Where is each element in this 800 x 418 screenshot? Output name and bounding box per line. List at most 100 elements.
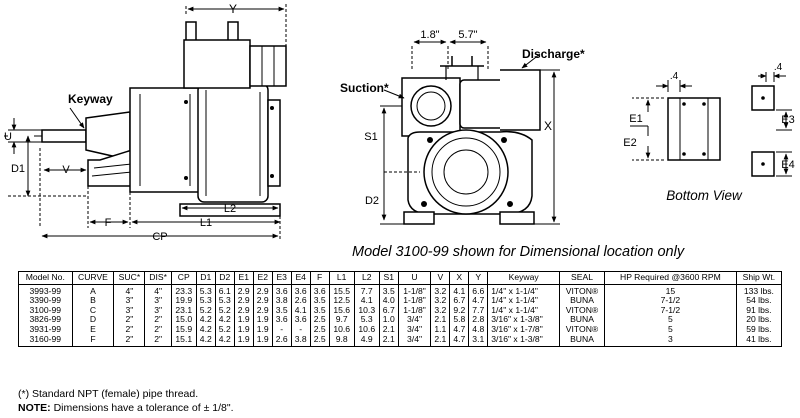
table-cell: 3.1	[468, 334, 489, 348]
table-cell: 15.9	[170, 324, 197, 335]
table-cell: F	[71, 334, 115, 348]
label-d2: D2	[365, 195, 379, 207]
label-e1: E1	[629, 113, 642, 125]
column-header: V	[430, 271, 451, 285]
table-cell: 4.2	[214, 334, 235, 348]
label-cp: CP	[152, 231, 167, 243]
column-header: D1	[195, 271, 216, 285]
column-header: CURVE	[71, 271, 115, 285]
column-header: U	[397, 271, 432, 285]
label-v: V	[62, 164, 70, 176]
tolerance-note-text: Dimensions have a tolerance of ± 1/8".	[50, 402, 234, 414]
tolerance-note: NOTE: Dimensions have a tolerance of ± 1…	[18, 402, 234, 414]
figure-caption: Model 3100-99 shown for Dimensional loca…	[352, 244, 685, 260]
table-cell: VITON®	[559, 284, 606, 297]
table-cell: 2.5	[309, 334, 330, 348]
table-cell: VITON®	[559, 324, 606, 335]
table-cell: BUNA	[559, 296, 606, 306]
drawing-labels: Y Keyway U D1 V L2 F L1 CP 1.8" 5.7" Dis…	[4, 2, 795, 243]
label-dim-1-8: 1.8"	[420, 29, 439, 41]
table-cell: 20 lbs.	[735, 315, 783, 325]
column-header: E4	[290, 271, 311, 285]
npt-footnote: (*) Standard NPT (female) pipe thread.	[18, 388, 199, 400]
table-cell: 3"	[144, 296, 172, 306]
table-cell: 6.7	[378, 305, 399, 316]
label-suction: Suction*	[340, 81, 389, 95]
table-cell: 2.1	[430, 334, 451, 348]
table-cell: 41 lbs.	[735, 334, 783, 348]
label-bottom-view: Bottom View	[666, 188, 743, 203]
table-cell: 1.9	[252, 334, 273, 348]
side-view	[41, 21, 287, 217]
column-header: Y	[468, 271, 489, 285]
table-cell: 15.1	[170, 334, 197, 348]
label-x: X	[544, 119, 552, 133]
table-cell: 10.3	[353, 305, 380, 316]
column-header: HP Required @3600 RPM	[604, 271, 737, 285]
column-header: SEAL	[559, 271, 606, 285]
label-e3: E3	[781, 114, 794, 126]
table-cell: 2"	[144, 324, 172, 335]
label-e2: E2	[623, 137, 636, 149]
table-cell: 3	[604, 334, 737, 348]
column-header: E3	[271, 271, 292, 285]
table-cell: 2"	[144, 334, 172, 348]
table-cell: 59 lbs.	[735, 324, 783, 335]
column-header: Keyway	[487, 271, 561, 285]
table-cell: 15.0	[170, 315, 197, 325]
column-header: E2	[252, 271, 273, 285]
column-header: L1	[328, 271, 355, 285]
label-dim-04-left: .4	[670, 71, 679, 82]
table-cell: 5.3	[353, 315, 380, 325]
bottom-view-dimensions	[630, 72, 792, 177]
table-cell: 91 lbs.	[735, 305, 783, 316]
table-cell: 10.6	[353, 324, 380, 335]
label-y: Y	[229, 2, 237, 16]
front-view	[401, 56, 541, 225]
table-cell: 2"	[144, 315, 172, 325]
label-d1: D1	[11, 163, 25, 175]
table-cell: 1.0	[378, 315, 399, 325]
table-cell: 7.7	[468, 305, 489, 316]
label-e4: E4	[781, 159, 794, 171]
table-cell: BUNA	[559, 334, 606, 348]
front-view-dimensions	[380, 39, 560, 225]
table-cell: 3.8	[290, 334, 311, 348]
column-header: Model No.	[18, 271, 73, 285]
tolerance-note-label: NOTE:	[18, 402, 51, 414]
bottom-view	[667, 85, 775, 177]
table-cell: 23.3	[170, 284, 197, 297]
label-s1: S1	[364, 131, 377, 143]
label-l1: L1	[200, 217, 212, 229]
table-cell: 6.6	[468, 284, 489, 297]
column-header: DIS*	[144, 271, 172, 285]
table-cell: 4.1	[353, 296, 380, 306]
column-header: Ship Wt.	[735, 271, 783, 285]
table-cell: 7.7	[353, 284, 380, 297]
table-cell: 4.2	[195, 334, 216, 348]
table-cell: 4.0	[378, 296, 399, 306]
table-cell: 2.1	[378, 334, 399, 348]
table-cell: 9.8	[328, 334, 355, 348]
label-keyway: Keyway	[68, 92, 113, 106]
table-cell: BUNA	[559, 315, 606, 325]
table-cell: 2.1	[378, 324, 399, 335]
column-header: SUC*	[113, 271, 146, 285]
table-cell: VITON®	[559, 305, 606, 316]
label-dim-04-right: .4	[774, 62, 783, 73]
table-cell: 4.7	[468, 296, 489, 306]
table-cell: 4.7	[449, 334, 470, 348]
table-cell: 3/4"	[397, 334, 432, 348]
table-cell: 133 lbs.	[735, 284, 783, 297]
label-discharge: Discharge*	[522, 47, 585, 61]
column-header: E1	[233, 271, 254, 285]
table-cell: 3/16" x 1-3/8"	[487, 334, 561, 348]
column-header: CP	[170, 271, 197, 285]
